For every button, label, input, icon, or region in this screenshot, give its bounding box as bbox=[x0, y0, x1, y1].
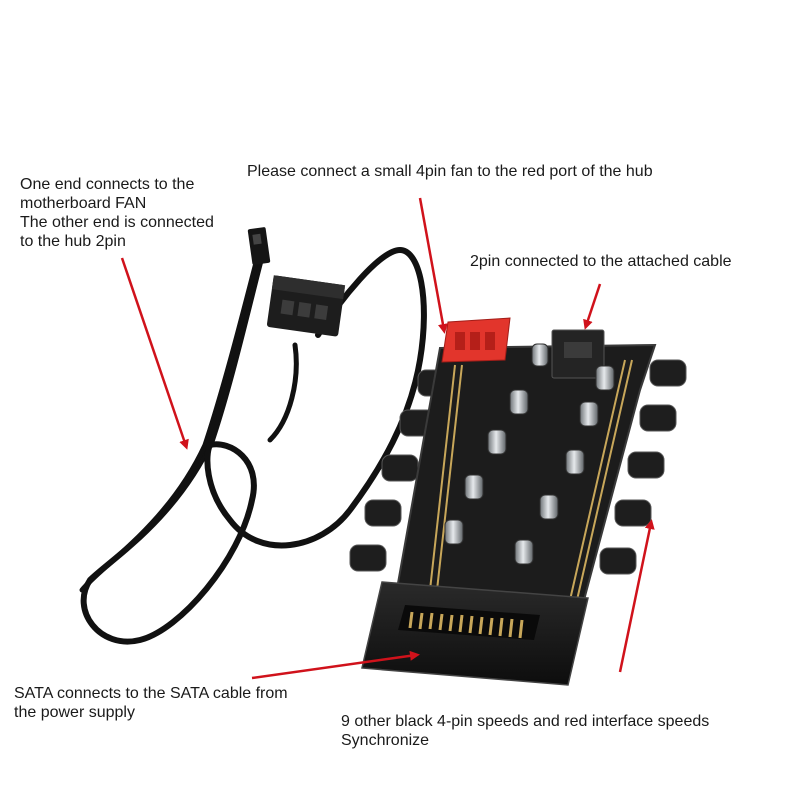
fan-hub-board bbox=[349, 317, 687, 686]
arrow-to-2pin-header bbox=[583, 283, 602, 330]
callout-arrows bbox=[120, 197, 655, 680]
speed-sync-caption: 9 other black 4-pin speeds and red inter… bbox=[341, 713, 710, 749]
red-fan-port bbox=[441, 317, 511, 363]
capacitors bbox=[444, 343, 615, 565]
red-port-caption: Please connect a small 4pin fan to the r… bbox=[247, 163, 653, 180]
sata-caption: SATA connects to the SATA cable from the… bbox=[14, 685, 288, 721]
header-pins bbox=[429, 359, 633, 601]
arrow-to-black-connectors bbox=[618, 519, 655, 673]
arrow-to-red-port bbox=[418, 197, 448, 334]
four-pin-fan-plug bbox=[266, 275, 346, 337]
motherboard-fan-caption: One end connects to the motherboard FAN … bbox=[20, 176, 214, 250]
two-pin-plug bbox=[247, 227, 271, 265]
fan-cable bbox=[79, 246, 427, 645]
arrow-to-sata bbox=[251, 650, 420, 680]
two-pin-caption: 2pin connected to the attached cable bbox=[470, 253, 732, 270]
arrow-to-cable bbox=[120, 257, 189, 450]
right-fan-connectors bbox=[599, 359, 687, 575]
sata-power-connector bbox=[361, 581, 589, 686]
two-pin-header bbox=[551, 329, 605, 379]
